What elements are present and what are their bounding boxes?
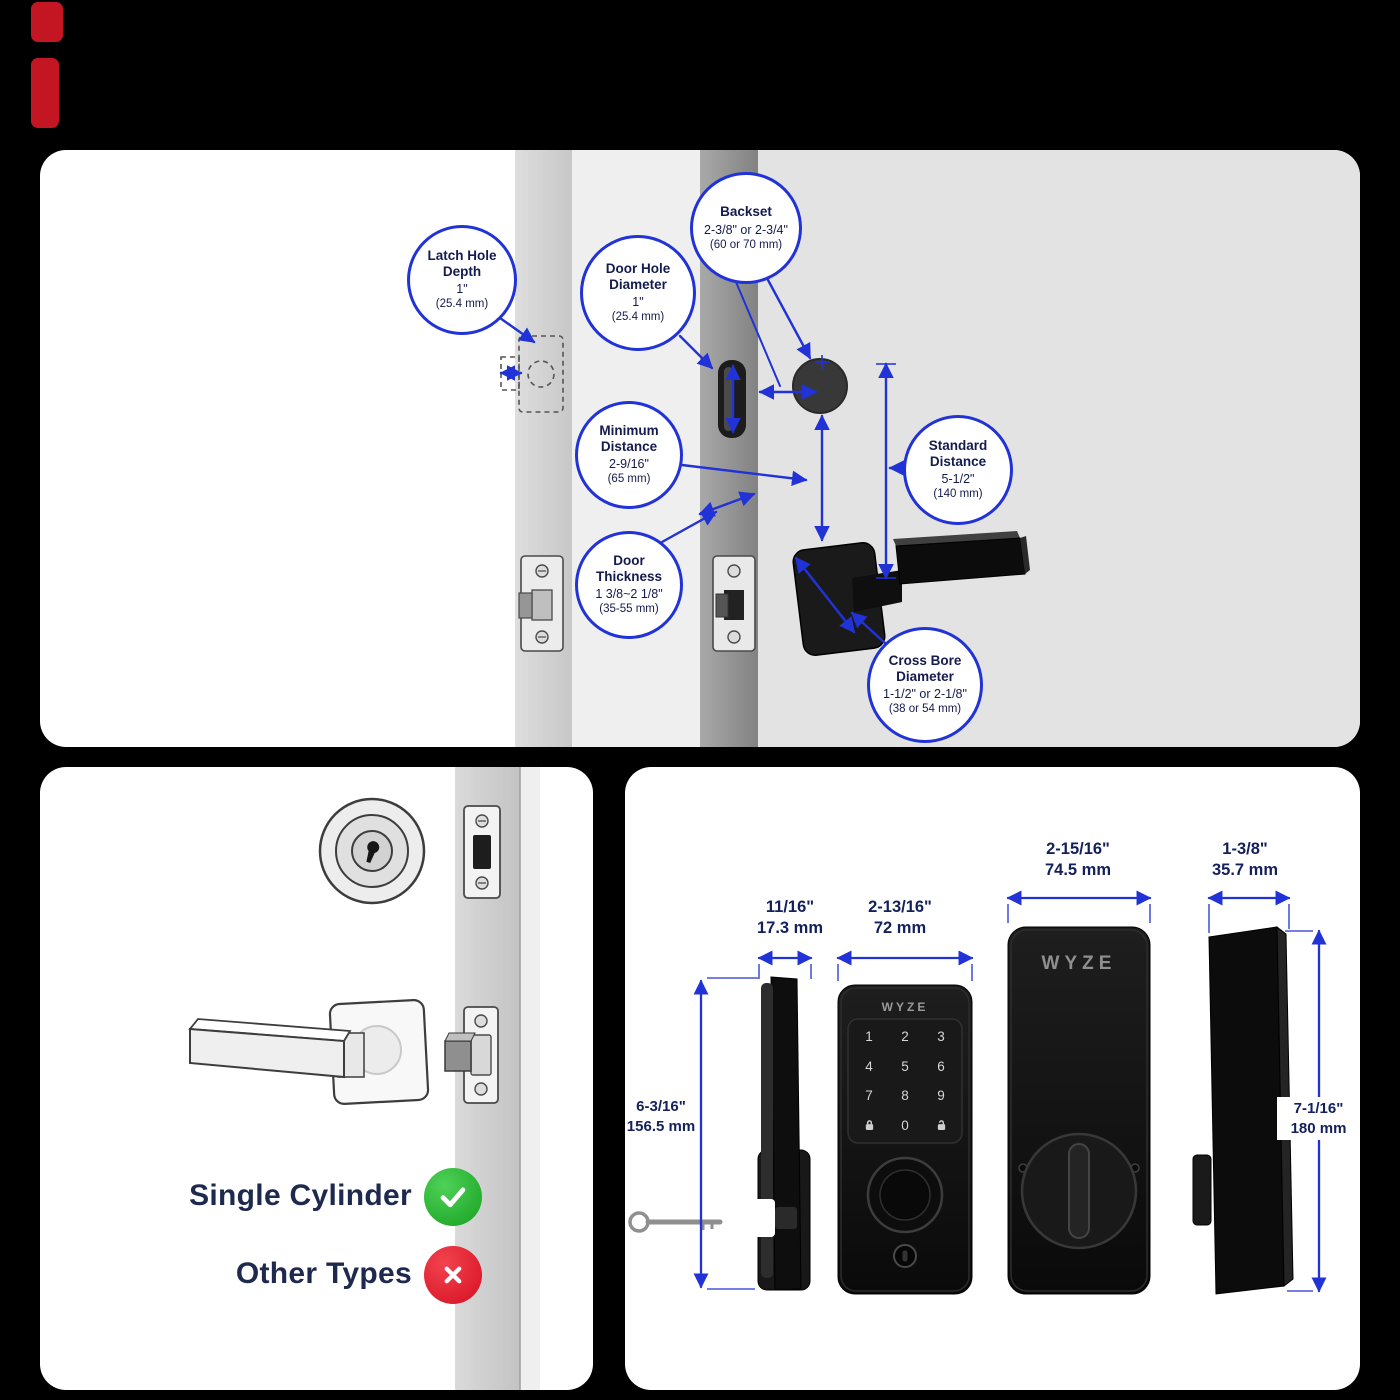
dimension-interior-width: 2-15/16" 74.5 mm bbox=[1023, 839, 1133, 882]
extension-lines bbox=[707, 904, 1313, 1292]
callout-title: Door Thickness bbox=[595, 553, 663, 584]
callout-value: 5-1/2" bbox=[941, 472, 975, 487]
lever-handle bbox=[188, 999, 430, 1105]
dimension-keypad-width: 2-13/16" 72 mm bbox=[850, 897, 950, 940]
callout-standard-distance: Standard Distance 5-1/2" (140 mm) bbox=[903, 415, 1013, 525]
keypad-front-view bbox=[837, 984, 973, 1295]
unlock-icon bbox=[923, 1111, 959, 1141]
lock-icon bbox=[851, 1111, 887, 1141]
callout-title: Minimum Distance bbox=[599, 423, 659, 454]
callout-metric: (25.4 mm) bbox=[435, 298, 489, 311]
callout-metric: (35-55 mm) bbox=[599, 603, 659, 616]
keypad-key-0: 0 bbox=[901, 1117, 909, 1133]
x-icon bbox=[424, 1246, 482, 1304]
keypad-key-8: 8 bbox=[901, 1088, 909, 1104]
panel-cylinder-compatibility: Single Cylinder Other Types bbox=[40, 767, 593, 1390]
dim-inch: 1-3/8" bbox=[1222, 840, 1268, 858]
dimension-keypad-depth: 11/16" 17.3 mm bbox=[740, 897, 840, 940]
dim-mm: 17.3 mm bbox=[756, 919, 824, 938]
dim-mm: 72 mm bbox=[873, 919, 927, 938]
dimension-arrows bbox=[498, 278, 905, 645]
callout-value: 2-3/8" or 2-3/4" bbox=[704, 222, 788, 237]
keypad-key-7: 7 bbox=[865, 1088, 873, 1104]
dim-inch: 11/16" bbox=[765, 898, 815, 916]
keypad-key-3: 3 bbox=[937, 1029, 945, 1045]
dim-inch: 6-3/16" bbox=[636, 1098, 686, 1115]
panel-door-measurements: Latch Hole Depth 1" (25.4 mm) Door Hole … bbox=[40, 150, 1360, 747]
dimension-ticks bbox=[815, 355, 896, 579]
door-edge-face bbox=[520, 767, 540, 1390]
panel-lock-dimensions: 11/16" 17.3 mm 2-13/16" 72 mm 2-15/16" 7… bbox=[625, 767, 1360, 1390]
dim-mm: 35.7 mm bbox=[1211, 861, 1279, 880]
dim-inch: 7-1/16" bbox=[1293, 1100, 1344, 1117]
latch-faceplate-left bbox=[518, 555, 564, 652]
decorative-mark bbox=[31, 2, 63, 42]
callout-value: 1-1/2" or 2-1/8" bbox=[883, 687, 967, 702]
door-edge-light bbox=[515, 150, 572, 747]
callout-minimum-distance: Minimum Distance 2-9/16" (65 mm) bbox=[575, 401, 683, 509]
key bbox=[628, 1211, 723, 1233]
cross-bore-hole bbox=[792, 358, 848, 414]
callout-metric: (140 mm) bbox=[933, 488, 983, 501]
lock-dimension-diagram bbox=[628, 890, 1327, 1295]
callout-title: Cross Bore Diameter bbox=[888, 653, 962, 684]
option-label-single-cylinder: Single Cylinder bbox=[189, 1179, 412, 1212]
callout-cross-bore-diameter: Cross Bore Diameter 1-1/2" or 2-1/8" (38… bbox=[867, 627, 983, 743]
callout-door-hole-diameter: Door Hole Diameter 1" (25.4 mm) bbox=[580, 235, 696, 351]
callout-value: 2-9/16" bbox=[609, 457, 649, 472]
latch-bolt bbox=[444, 1006, 499, 1104]
door-face bbox=[758, 150, 1360, 747]
callout-latch-hole-depth: Latch Hole Depth 1" (25.4 mm) bbox=[407, 225, 517, 335]
dimension-interior-depth: 1-3/8" 35.7 mm bbox=[1195, 839, 1295, 882]
callout-value: 1" bbox=[456, 282, 468, 297]
latch-faceplate-dark bbox=[712, 555, 756, 652]
deadbolt-strike-plate bbox=[463, 805, 501, 899]
keypad-key-5: 5 bbox=[901, 1058, 909, 1074]
dim-mm: 180 mm bbox=[1290, 1119, 1347, 1137]
check-icon bbox=[424, 1168, 482, 1226]
callout-value: 1 3/8~2 1/8" bbox=[595, 587, 663, 602]
deadbolt-lever-diagram bbox=[188, 767, 540, 1390]
callout-title: Backset bbox=[720, 204, 772, 220]
dimension-interior-height: 7-1/16" 180 mm bbox=[1277, 1097, 1360, 1140]
keypad: 1 2 3 4 5 6 7 8 9 0 bbox=[851, 1022, 959, 1140]
dim-mm: 74.5 mm bbox=[1044, 861, 1112, 880]
keypad-key-9: 9 bbox=[937, 1088, 945, 1104]
option-label-other-types: Other Types bbox=[235, 1257, 412, 1290]
callout-metric: (38 or 54 mm) bbox=[888, 703, 962, 716]
callout-title: Latch Hole Depth bbox=[427, 248, 497, 279]
keypad-key-4: 4 bbox=[865, 1058, 873, 1074]
callout-value: 1" bbox=[632, 295, 644, 310]
dim-inch: 2-15/16" bbox=[1046, 840, 1110, 858]
dimension-keypad-height: 6-3/16" 156.5 mm bbox=[625, 1097, 697, 1136]
keypad-key-1: 1 bbox=[865, 1029, 873, 1045]
interior-back-view bbox=[1007, 926, 1151, 1295]
dim-mm: 156.5 mm bbox=[626, 1117, 696, 1135]
callout-title: Door Hole Diameter bbox=[605, 261, 671, 292]
brand-logo: WYZE bbox=[881, 1000, 929, 1014]
callout-metric: (25.4 mm) bbox=[611, 311, 665, 324]
decorative-mark bbox=[31, 58, 59, 128]
dim-inch: 2-13/16" bbox=[868, 898, 932, 916]
callout-metric: (65 mm) bbox=[607, 473, 651, 486]
callout-title: Standard Distance bbox=[928, 438, 988, 469]
single-cylinder-deadbolt bbox=[318, 797, 426, 905]
keypad-key-2: 2 bbox=[901, 1029, 909, 1045]
callout-metric: (60 or 70 mm) bbox=[709, 238, 783, 251]
keypad-key-6: 6 bbox=[937, 1058, 945, 1074]
keypad-side-view bbox=[753, 976, 811, 1291]
brand-logo: WYZE bbox=[1041, 953, 1117, 974]
callout-backset: Backset 2-3/8" or 2-3/4" (60 or 70 mm) bbox=[690, 172, 802, 284]
callout-door-thickness: Door Thickness 1 3/8~2 1/8" (35-55 mm) bbox=[575, 531, 683, 639]
